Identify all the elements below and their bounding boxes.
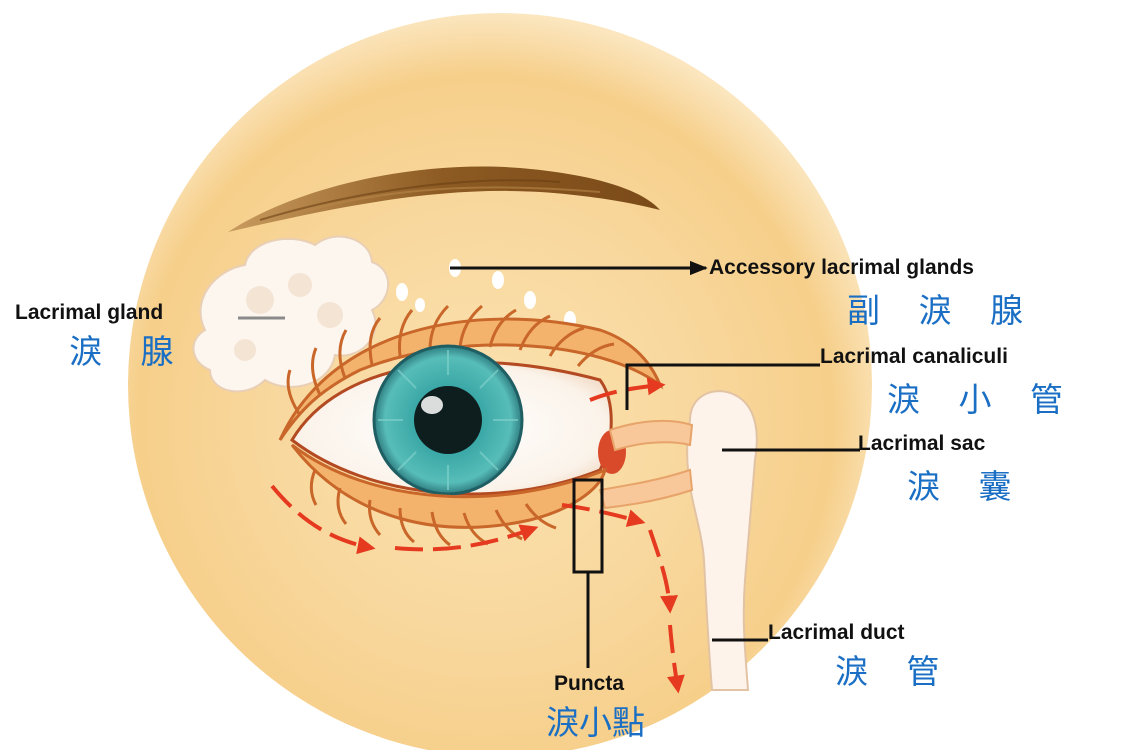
label-accessory-glands-en: Accessory lacrimal glands — [709, 257, 974, 278]
label-lacrimal-gland-zh: 淚 腺 — [69, 335, 188, 368]
pupil — [414, 386, 482, 454]
label-canaliculi-zh: 淚 小 管 — [887, 383, 1077, 416]
label-lacrimal-gland-en: Lacrimal gland — [15, 302, 163, 323]
label-puncta-en: Puncta — [554, 673, 624, 694]
label-puncta-zh: 淚小點 — [546, 706, 645, 739]
label-canaliculi-en: Lacrimal canaliculi — [820, 346, 1008, 367]
label-lacrimal-sac-zh: 淚 囊 — [907, 470, 1026, 503]
label-lacrimal-duct-zh: 淚 管 — [835, 655, 954, 688]
label-accessory-glands-zh: 副 淚 腺 — [847, 294, 1037, 327]
iris — [374, 346, 522, 494]
label-lacrimal-duct-en: Lacrimal duct — [768, 622, 905, 643]
label-lacrimal-sac-en: Lacrimal sac — [858, 433, 985, 454]
